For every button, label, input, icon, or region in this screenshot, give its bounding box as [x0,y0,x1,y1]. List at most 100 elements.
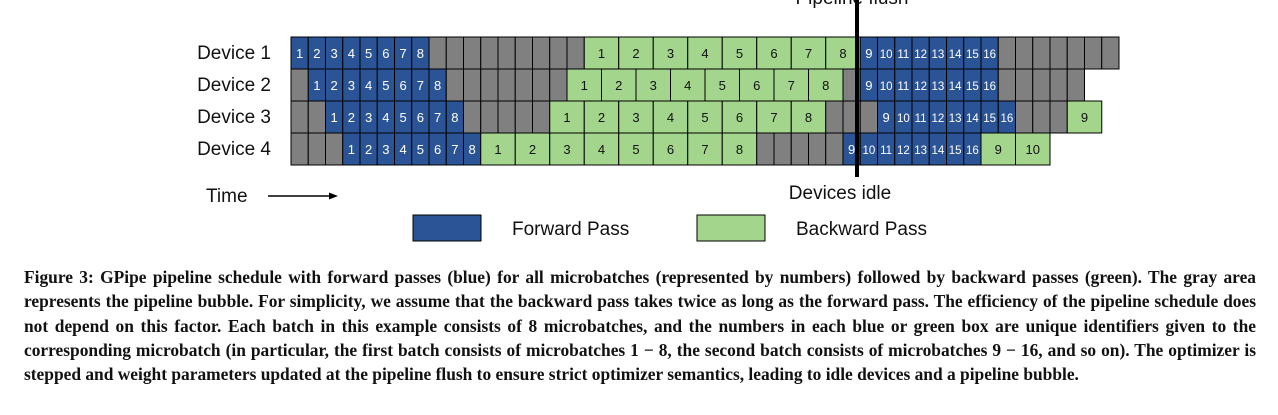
idle-cell [480,100,499,134]
microbatch-id: 15 [966,81,979,93]
idle-cell [1066,68,1085,102]
microbatch-id: 5 [400,110,407,125]
backward-cell [652,36,689,70]
idle-cell [497,68,516,102]
microbatch-id: 3 [348,78,355,93]
idle-cell [532,100,551,134]
idle-cell [290,68,309,102]
microbatch-id: 1 [296,46,303,61]
idle-cell [549,68,568,102]
microbatch-id: 1 [494,142,501,157]
idle-cell [1084,36,1103,70]
backward-cell [618,132,654,166]
idle-cell [997,36,1016,70]
idle-cell [325,132,344,166]
microbatch-id: 4 [684,78,691,93]
legend-backward-swatch [696,214,766,242]
idle-cell [566,36,585,70]
devices-idle-label: Devices idle [789,183,891,204]
idle-cell [463,36,482,70]
time-arrow-head [329,192,338,200]
microbatch-id: 3 [650,78,657,93]
microbatch-id: 14 [949,49,962,61]
microbatch-id: 8 [417,46,424,61]
microbatch-id: 11 [915,113,927,125]
microbatch-id: 9 [865,46,872,61]
microbatch-id: 9 [995,142,1002,157]
backward-cell [1066,100,1103,134]
microbatch-id: 4 [382,110,389,125]
idle-cell [514,36,533,70]
microbatch-id: 6 [667,142,674,157]
microbatch-id: 6 [400,78,407,93]
microbatch-id: 8 [839,46,846,61]
backward-cell [687,132,723,166]
idle-cell [1049,36,1068,70]
figure-caption: Figure 3: GPipe pipeline schedule with f… [24,265,1256,386]
idle-cell [445,36,464,70]
idle-cell [859,100,878,134]
idle-cell [463,100,482,134]
microbatch-id: 6 [417,110,424,125]
microbatch-id: 12 [897,145,910,157]
microbatch-id: 5 [365,46,372,61]
microbatch-id: 10 [897,113,910,125]
microbatch-id: 8 [736,142,743,157]
microbatch-id: 6 [753,78,760,93]
microbatch-id: 2 [598,110,605,125]
microbatch-id: 5 [701,110,708,125]
microbatch-id: 2 [365,142,372,157]
idle-cell [532,68,551,102]
idle-cell [1032,68,1051,102]
backward-cell [549,132,585,166]
backward-cell [721,132,758,166]
idle-cell [1101,36,1120,70]
microbatch-id: 7 [805,46,812,61]
microbatch-id: 1 [598,46,605,61]
microbatch-id: 2 [632,46,639,61]
microbatch-id: 4 [400,142,407,157]
microbatch-id: 10 [880,49,893,61]
microbatch-id: 7 [788,78,795,93]
time-label: Time [206,186,248,207]
microbatch-id: 9 [865,78,872,93]
microbatch-id: 11 [897,81,909,93]
microbatch-id: 3 [365,110,372,125]
backward-cell [583,36,620,70]
microbatch-id: 11 [880,145,892,157]
microbatch-id: 3 [667,46,674,61]
idle-cell [307,132,326,166]
microbatch-id: 7 [770,110,777,125]
idle-cell [1015,100,1034,134]
device-label: Device 2 [197,75,271,96]
microbatch-id: 13 [931,81,944,93]
microbatch-id: 1 [581,78,588,93]
backward-cell [687,36,723,70]
microbatch-id: 14 [931,145,944,157]
microbatch-id: 8 [434,78,441,93]
microbatch-id: 10 [1026,142,1040,157]
idle-cell [307,100,326,134]
backward-cell [480,132,516,166]
microbatch-id: 8 [451,110,458,125]
idle-cell [1032,36,1051,70]
backward-cell [721,100,758,134]
idle-cell [549,36,568,70]
device-label: Device 3 [197,107,271,128]
idle-cell [514,100,533,134]
legend-backward-label: Backward Pass [796,219,927,240]
idle-cell [497,100,516,134]
idle-cell [428,36,447,70]
microbatch-id: 10 [880,81,893,93]
idle-cell [773,132,792,166]
backward-cell [1015,132,1051,166]
microbatch-id: 15 [966,49,979,61]
microbatch-id: 12 [914,49,927,61]
backward-cell [756,100,792,134]
idle-cell [445,68,464,102]
device-label: Device 1 [197,43,271,64]
microbatch-id: 5 [382,78,389,93]
microbatch-id: 4 [701,46,708,61]
microbatch-id: 2 [529,142,536,157]
caption-text: GPipe pipeline schedule with forward pas… [24,267,1256,385]
